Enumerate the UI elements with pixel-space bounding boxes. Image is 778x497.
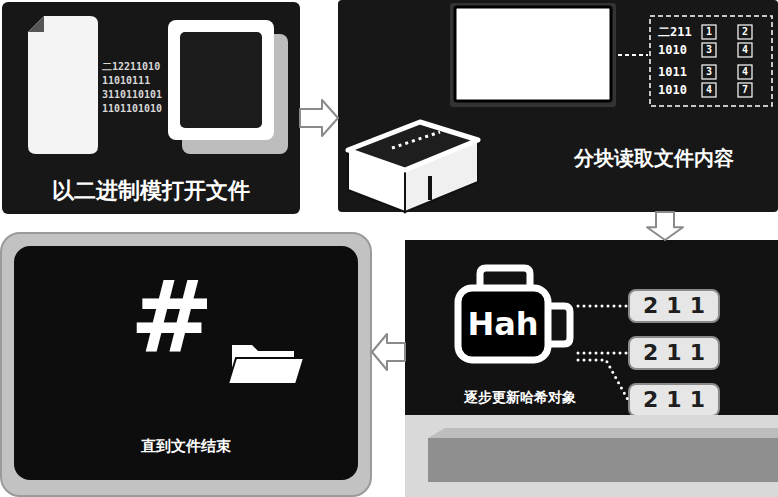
node-label: Hah [467, 306, 538, 343]
node-label: 分块读取文件内容 [574, 147, 734, 170]
document-sheet [28, 16, 98, 154]
frame-front [168, 20, 274, 140]
dotted-line [578, 352, 628, 355]
cell-number: 1 [706, 27, 712, 37]
data-chunk: 211 [628, 383, 720, 417]
box-dots [392, 132, 440, 148]
leader-line [618, 54, 648, 56]
cell-number: 4 [742, 67, 748, 77]
dotted-connector [578, 306, 628, 307]
screen-face [455, 7, 611, 101]
label-holder: 1011 [658, 65, 696, 79]
text-holder: 211 [628, 289, 720, 323]
label-holder: 3 [702, 43, 716, 57]
document-fold [28, 16, 44, 32]
label-holder: 2 [738, 25, 752, 39]
text-holder: 分块读取文件内容 [538, 142, 770, 174]
data-chunk: 211 [628, 336, 720, 370]
label-holder: 4 [702, 83, 716, 97]
node-label: 211 [635, 387, 713, 412]
cell-square [738, 25, 752, 39]
label-holder: 11010111 [102, 74, 166, 87]
document-icon [28, 16, 98, 154]
binary-row: 1010 [658, 44, 687, 56]
node-label: 211 [635, 293, 713, 318]
label-holder: 1 [702, 25, 716, 39]
text-holder: 211 [628, 383, 720, 417]
platform-front [428, 438, 778, 482]
label-holder: 4 [738, 65, 752, 79]
folder-front [228, 358, 304, 384]
cell-square [702, 25, 716, 39]
arrow-shape [300, 100, 338, 136]
flow-arrow [647, 212, 683, 240]
data-chunk: 211 [628, 289, 720, 323]
arrow-shape [372, 334, 405, 370]
cell-squares [702, 25, 752, 97]
box-mark [428, 176, 432, 200]
binary-text: 1101101010 [102, 104, 162, 114]
cell-square [738, 83, 752, 97]
binary-row: 1011 [658, 66, 687, 78]
arrow-shape [647, 212, 683, 240]
label-holder: # [122, 266, 222, 370]
node-label: 逐步更新哈希对象 [464, 389, 576, 405]
binary-text: 二12211010 [102, 62, 160, 72]
folder-icon [228, 345, 304, 384]
label-holder: 1101101010 [102, 102, 166, 115]
text-holder: 逐步更新哈希对象 [445, 385, 595, 409]
dotted-connector [578, 360, 628, 400]
hash-symbol: # [130, 268, 214, 368]
dotted-connector [578, 353, 628, 354]
mug-side-handle [549, 306, 570, 344]
label-holder: 1010 [658, 83, 696, 97]
node-label: 以二进制模打开文件 [52, 178, 250, 203]
frame-icon [168, 20, 288, 154]
label-holder: 二211 [658, 25, 696, 39]
hash-mug-icon [458, 268, 570, 360]
dotted-line [578, 360, 628, 400]
flow-arrow [372, 334, 405, 370]
label-holder: 二12211010 [102, 60, 166, 73]
cell-square [738, 65, 752, 79]
node-label: 211 [635, 340, 713, 365]
label-holder: 3110110101 [102, 88, 166, 101]
dashed-box [650, 16, 772, 106]
cell-number: 4 [706, 85, 712, 95]
binary-text: 11010111 [102, 76, 150, 86]
cell-square [702, 43, 716, 57]
open-box [348, 122, 478, 212]
label-holder: 1010 [658, 43, 696, 57]
dotted-line [578, 305, 628, 308]
frame-inner [180, 32, 262, 128]
cell-number: 7 [742, 85, 748, 95]
cell-number: 3 [706, 45, 712, 55]
text-holder: 以二进制模打开文件 [2, 174, 300, 208]
flow-arrow [300, 100, 338, 136]
label-holder: 7 [738, 83, 752, 97]
binary-text: 3110110101 [102, 90, 162, 100]
ground [405, 415, 778, 497]
cell-number: 3 [706, 67, 712, 77]
cell-square [702, 65, 716, 79]
box-opening [348, 122, 478, 170]
screen-icon [450, 3, 616, 107]
binary-row: 1010 [658, 84, 687, 96]
mug-body [458, 288, 548, 360]
cell-square [738, 43, 752, 57]
binary-row: 二211 [658, 26, 692, 38]
platform-top [428, 428, 778, 438]
monitor-screen [14, 246, 358, 480]
text-holder: 211 [628, 336, 720, 370]
node-label: 直到文件结束 [141, 438, 231, 455]
cell-number: 2 [742, 27, 748, 37]
cell-square [702, 83, 716, 97]
label-holder: 4 [738, 43, 752, 57]
screen-bezel [450, 3, 616, 107]
label-holder: 3 [702, 65, 716, 79]
cell-number: 4 [742, 45, 748, 55]
